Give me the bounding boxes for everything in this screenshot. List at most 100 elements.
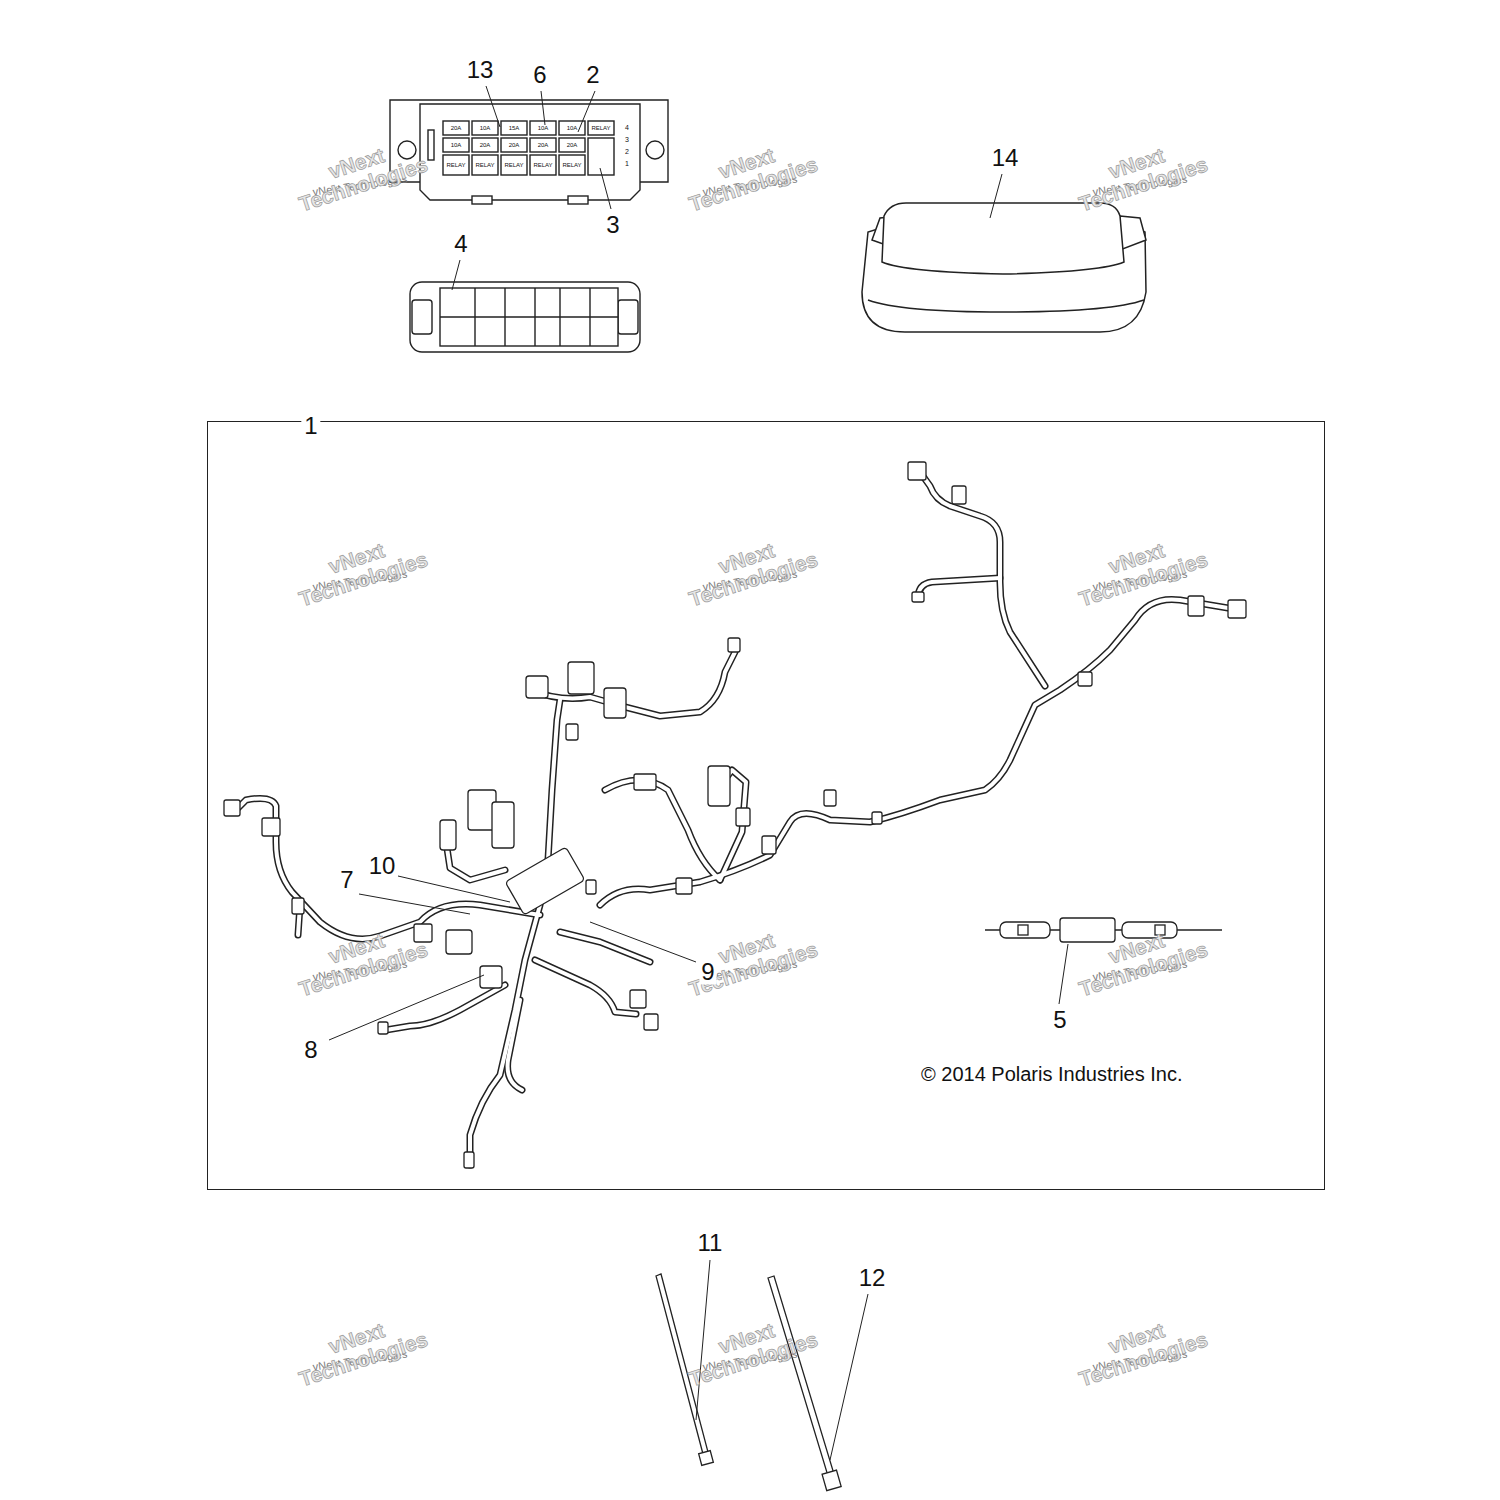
harness-tube	[234, 798, 540, 939]
harness-tube	[560, 932, 650, 962]
leader-line	[452, 260, 460, 290]
fuse-rating: 15A	[509, 125, 520, 131]
fuse-rating: 10A	[480, 125, 491, 131]
connector	[912, 592, 924, 602]
cover-panel	[440, 288, 618, 346]
fuse-cell	[588, 121, 614, 135]
cable-ties	[656, 1274, 841, 1491]
connector	[908, 462, 926, 480]
latch	[568, 196, 588, 204]
fuse-cell	[559, 121, 585, 135]
cover-tab	[618, 300, 638, 334]
leader-line	[590, 922, 696, 962]
connector	[634, 774, 656, 790]
pin-number: 4	[625, 124, 629, 131]
fuse-cell	[472, 138, 498, 152]
fuse-box	[390, 100, 668, 204]
box-cover	[862, 203, 1146, 332]
cover-edge	[868, 300, 1144, 312]
connector	[446, 930, 472, 954]
connector	[566, 724, 578, 740]
leader-line	[990, 174, 1002, 218]
harness-tube	[918, 578, 1000, 598]
watermark: vNext Technologies	[282, 525, 438, 613]
connector	[630, 990, 646, 1008]
watermark: vNext Technologies	[672, 525, 828, 613]
connector	[464, 1152, 474, 1168]
connector	[378, 1022, 388, 1034]
harness-tube	[605, 780, 720, 880]
callout-number: 11	[696, 1230, 725, 1255]
leader-line	[600, 168, 611, 209]
fuse-rating: 20A	[567, 142, 578, 148]
fuse-cover	[410, 282, 640, 352]
watermark: vNext Technologies	[672, 130, 828, 218]
harness-tube	[535, 960, 636, 1014]
callout-number: 2	[584, 62, 601, 87]
relay-cell	[472, 155, 498, 175]
cover-tab	[412, 300, 432, 334]
harness-tube	[234, 798, 540, 939]
relay-label: RELAY	[504, 162, 523, 168]
relay-cell	[443, 155, 469, 175]
relay-cell	[588, 138, 614, 175]
connector	[952, 486, 966, 504]
copyright-note: © 2014 Polaris Industries Inc.	[921, 1063, 1183, 1085]
harness-outline	[234, 472, 1228, 1165]
connector	[262, 818, 280, 836]
watermark: vNext Technologies	[282, 1305, 438, 1393]
connector	[586, 880, 596, 894]
leader-line	[541, 91, 545, 125]
connector	[292, 898, 304, 914]
connector	[736, 808, 750, 826]
callout-number: 12	[857, 1265, 888, 1290]
connector	[1078, 672, 1092, 686]
fuse-rating: 20A	[451, 125, 462, 131]
fuse-cell	[501, 138, 527, 152]
harness-tube	[386, 985, 505, 1030]
relay-label: RELAY	[446, 162, 465, 168]
callout-number: 3	[604, 212, 621, 237]
leader-line	[830, 1294, 868, 1460]
harness-tube	[560, 932, 650, 962]
cable-tie-head	[822, 1470, 841, 1490]
connector	[872, 812, 882, 824]
fuse-cell	[443, 138, 469, 152]
connector	[644, 1014, 658, 1030]
callout-number: 7	[338, 867, 355, 892]
callout-number: 4	[452, 231, 469, 256]
connector	[526, 676, 548, 698]
assembly-frame: 1© 2014 Polaris Industries Inc.	[207, 421, 1325, 1190]
cover-grid	[440, 288, 618, 346]
pin-number: 1	[625, 160, 629, 167]
cable-tie	[768, 1276, 834, 1476]
fuse-rating: 10A	[567, 125, 578, 131]
watermark: vNext Technologies	[282, 915, 438, 1003]
leader-lines	[329, 86, 1068, 1460]
harness-fill	[234, 472, 1228, 1165]
connector	[708, 766, 730, 806]
connector-block	[492, 802, 514, 848]
fuse-cell	[530, 138, 556, 152]
watermark: vNext Technologies	[1062, 130, 1218, 218]
pin-number: 3	[625, 136, 629, 143]
connector	[824, 790, 836, 806]
relay-cell	[501, 155, 527, 175]
cable-tie-head	[699, 1451, 714, 1466]
callout-number: 5	[1051, 1007, 1068, 1032]
leader-line	[486, 86, 500, 127]
connector	[480, 966, 502, 988]
connector	[224, 800, 240, 816]
fuse-rating: 10A	[451, 142, 462, 148]
fuse-rating: 20A	[480, 142, 491, 148]
harness-tube	[600, 599, 1228, 905]
harness-connectors	[224, 462, 1246, 1168]
latch	[472, 196, 492, 204]
leader-line	[359, 894, 470, 914]
watermark: vNext Technologies	[1062, 1305, 1218, 1393]
callout-number: 13	[465, 57, 496, 82]
cover-outline	[410, 282, 640, 352]
